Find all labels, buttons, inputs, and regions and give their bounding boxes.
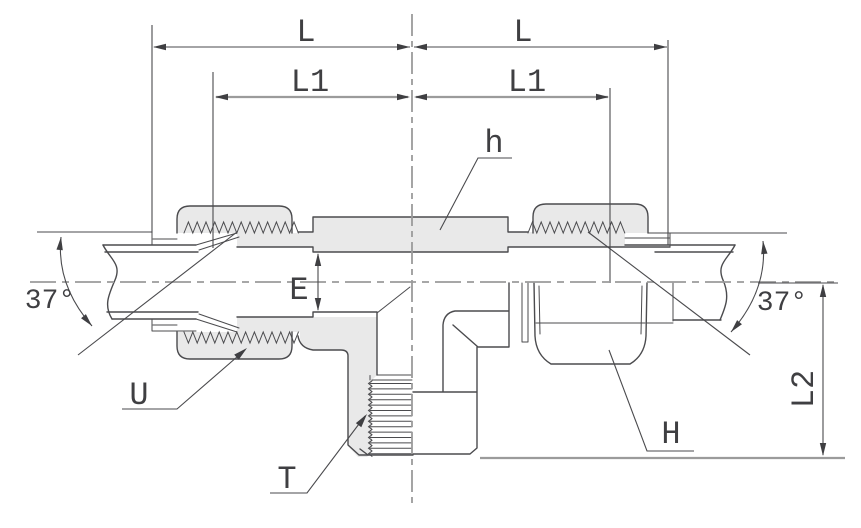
body-core-fill [313, 217, 508, 252]
e-arrow-up [314, 253, 322, 266]
leader-h-nut-hex: H [608, 349, 694, 453]
tube-left-flare-cone [195, 232, 240, 333]
dimension-l1-left: L1 [212, 64, 410, 248]
u-leader-arrow [234, 348, 247, 360]
right-nut-upper-outline [532, 203, 649, 234]
body-stem-left-top-fill [237, 233, 313, 247]
branch-bore-drill-cone [376, 286, 411, 314]
angle-left-arrow-bottom [81, 314, 92, 326]
l1-right-arrow-out [596, 93, 609, 101]
l1-right-arrow-in [414, 93, 427, 101]
e-arrow-down [314, 298, 322, 311]
centerlines [30, 14, 838, 505]
angle-left-flare-line [77, 231, 238, 356]
dimension-e: E [289, 253, 322, 311]
body-stem-left-bottom-fill [237, 317, 313, 332]
u-leader-line [122, 349, 246, 410]
e-label: E [289, 272, 308, 309]
l1-left-arrow-out [215, 93, 228, 101]
body-stem-right-fill [508, 232, 625, 247]
flare-angle-left: 37° [25, 231, 238, 356]
left-nut-upper-outline [176, 205, 293, 234]
nut-face-chamfers [538, 285, 643, 335]
l2-arrow-up [819, 284, 827, 297]
angle-right-label: 37° [757, 288, 807, 319]
sleeve-left [151, 232, 197, 332]
l-left-arrow-out [153, 43, 166, 51]
dimension-l-right: L [414, 14, 669, 245]
l-right-arrow-out [654, 43, 667, 51]
flare-angle-right: 37° [587, 231, 807, 356]
h-label: h [484, 125, 503, 162]
left-nut-upper-fill [177, 206, 292, 233]
angle-left-arrow-top [56, 237, 63, 251]
leader-t-taper-thread: T [270, 414, 367, 498]
h-leader-line [439, 157, 512, 231]
left-nut-lower-fill [177, 332, 292, 359]
tube-right-break-line [719, 244, 736, 321]
h-nut-leader-line [608, 349, 694, 452]
l1-left-arrow-in [397, 93, 410, 101]
left-nut-thread-zigzag-top [183, 220, 299, 235]
sleeve-stub-right [646, 282, 674, 324]
tube-left [102, 232, 240, 333]
leader-u-nut-thread: U [122, 348, 247, 414]
tube-left-walls [102, 244, 199, 320]
l-right-arrow-in [414, 43, 427, 51]
fitting-body [236, 216, 671, 456]
t-leader-arrow [355, 414, 367, 428]
dimension-l2: L2 [480, 282, 845, 460]
nut-hex-outline [533, 282, 648, 365]
branch-external-right [412, 282, 510, 455]
collar-lines [521, 282, 529, 343]
swivel-nut-external [521, 282, 674, 365]
l1-right-label: L1 [508, 64, 546, 101]
tube-right-walls [624, 244, 736, 321]
branch-male-thread [359, 282, 510, 457]
right-nut-thread-zigzag [527, 220, 626, 235]
body-bores [236, 246, 671, 376]
leader-h-body-hex: h [439, 125, 512, 231]
body-lower-left-profile [297, 335, 369, 456]
left-nut-thread-zigzag-bottom [183, 330, 299, 345]
thread-root-zigzag [367, 380, 373, 457]
l-right-label: L [513, 14, 532, 51]
t-label: T [277, 461, 296, 498]
t-leader-line [270, 415, 366, 494]
angle-left-label: 37° [25, 286, 75, 317]
right-nut-upper-fill [533, 204, 648, 233]
h-nut-label: H [661, 416, 680, 453]
angle-right-flare-line [587, 231, 751, 356]
tube-left-break-line [102, 244, 118, 320]
l1-left-label: L1 [291, 64, 329, 101]
l2-label: L2 [786, 370, 823, 408]
dimension-l-left: L [151, 14, 410, 233]
left-nut-section [151, 205, 299, 360]
thread-end-chamfer [359, 448, 414, 456]
dimension-l1-right: L1 [414, 64, 611, 283]
u-label: U [129, 377, 148, 414]
angle-right-arrow-top [761, 241, 768, 255]
tube-right [624, 244, 736, 321]
l-left-label: L [296, 14, 315, 51]
thread-crest-lines [369, 383, 413, 455]
thread-undercut [369, 374, 413, 381]
l2-arrow-down [819, 443, 827, 456]
angle-right-arrow-bottom [731, 320, 742, 332]
body-top-profile [297, 216, 529, 233]
l-left-arrow-in [397, 43, 410, 51]
body-branch-wall-fill [300, 317, 377, 457]
